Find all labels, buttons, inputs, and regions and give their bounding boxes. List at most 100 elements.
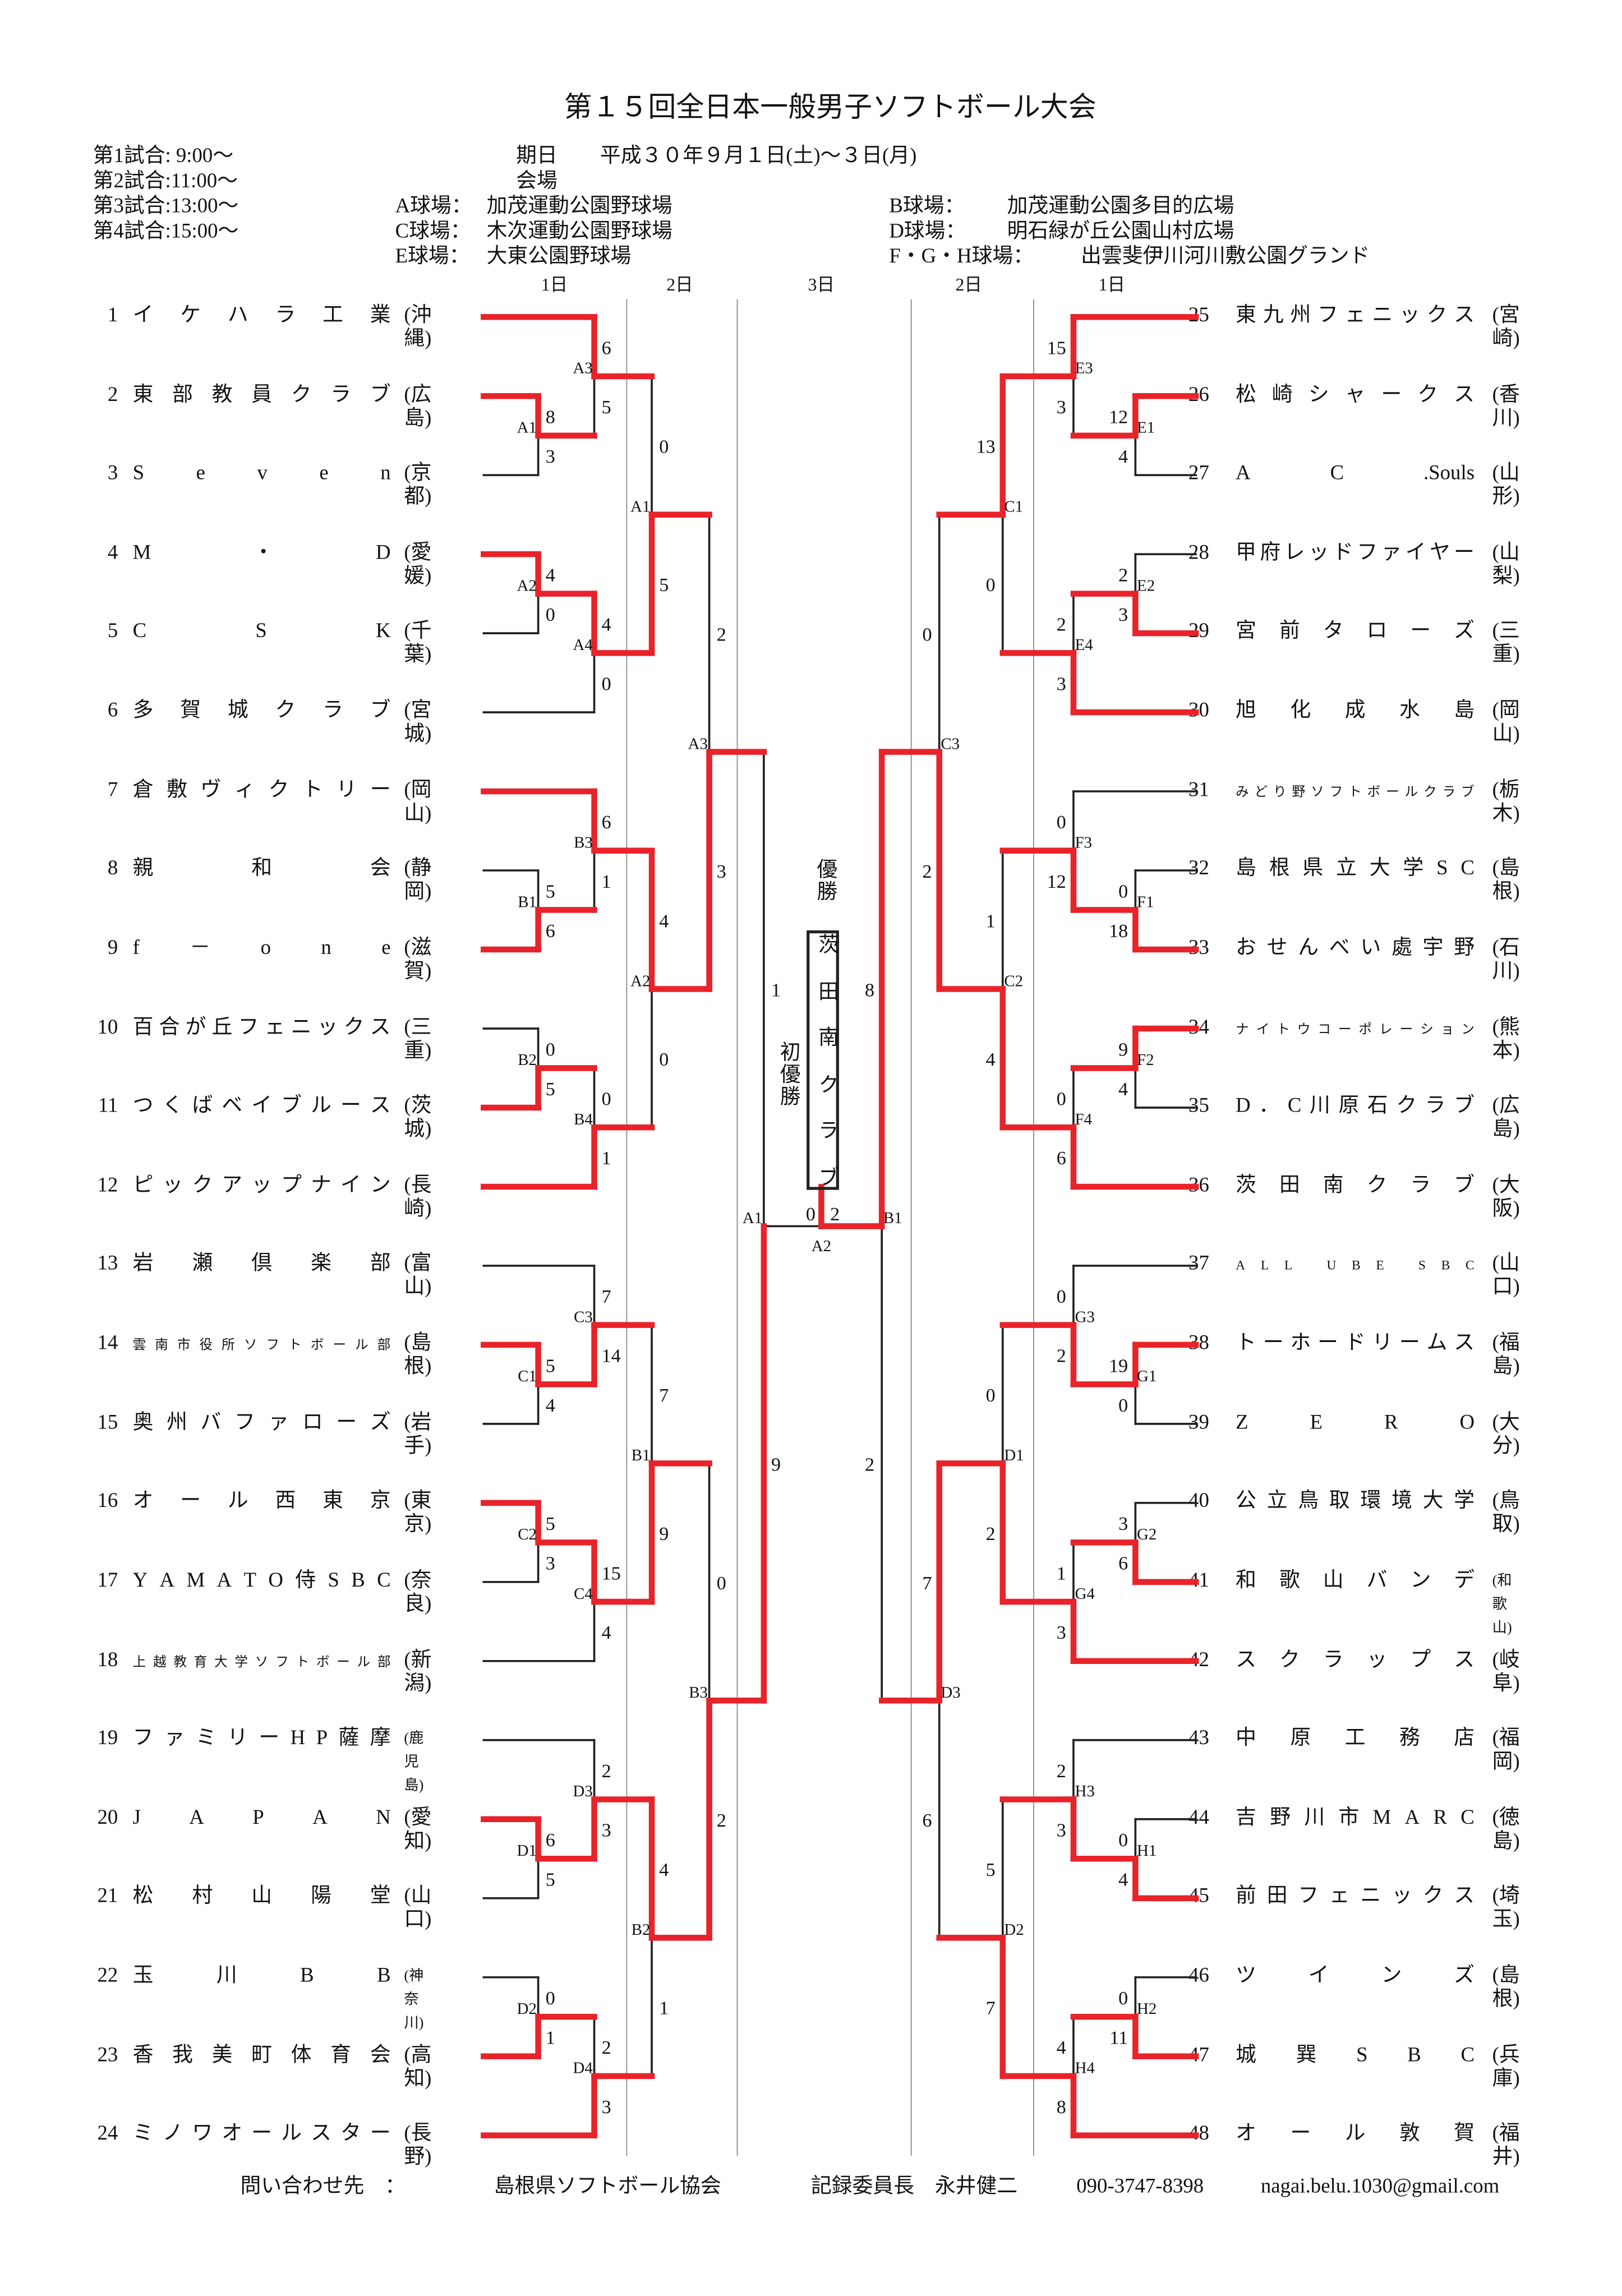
match-code: D3	[941, 1684, 960, 1702]
match-score: 15	[602, 1563, 621, 1584]
team-prefecture: (兵庫)	[1492, 2044, 1520, 2091]
team-name: 岩瀬倶楽部	[132, 1253, 391, 1276]
match-code: B4	[574, 1110, 593, 1128]
match-score: 0	[602, 674, 611, 694]
match-score: 0	[602, 1089, 611, 1110]
match-score: 18	[1109, 921, 1128, 942]
team-name: 和歌山バンデ	[1236, 1570, 1475, 1593]
match-score: 0	[659, 436, 669, 457]
match-score: 4	[1118, 1870, 1128, 1891]
match-code: E4	[1075, 636, 1093, 654]
team-prefecture: (静岡)	[404, 858, 432, 905]
match-score: 5	[602, 397, 611, 418]
match-score: 4	[546, 565, 555, 586]
team-name: 松崎シャークス	[1236, 384, 1474, 407]
venue-label: 会場	[516, 170, 557, 193]
team-number: 5	[107, 621, 118, 644]
match-score: 0	[546, 1039, 555, 1060]
team-name: 上越教育大学ソフトボール部	[132, 1653, 391, 1668]
team-name: A C .Souls	[1236, 463, 1475, 486]
match-score: 7	[986, 1998, 996, 2019]
venue-b-field: B球場：	[889, 196, 965, 219]
team-prefecture: (茨城)	[404, 1095, 432, 1142]
team-prefecture: (宮城)	[404, 700, 432, 746]
match-score: 0	[546, 605, 555, 625]
match-score: 8	[865, 980, 874, 1001]
match-code: E2	[1137, 577, 1155, 594]
match-score: 5	[659, 575, 669, 596]
team-name: 公立鳥取環境大学	[1236, 1491, 1475, 1514]
match-score: 2	[717, 624, 726, 645]
match-score: 3	[1118, 605, 1128, 625]
team-number: 8	[107, 858, 118, 881]
match-score: 7	[659, 1385, 669, 1406]
match-score: 2	[1057, 1346, 1066, 1367]
team-prefecture: (東京)	[404, 1491, 432, 1537]
match-score: 2	[986, 1524, 996, 1545]
match-code: F4	[1075, 1110, 1093, 1128]
match-code: B1	[518, 893, 537, 911]
champion-name-char: 田	[815, 980, 838, 1001]
team-name: 東九州フェニックス	[1236, 305, 1475, 328]
team-prefecture: (三重)	[404, 1016, 432, 1063]
team-prefecture: (和歌山)	[1492, 1573, 1512, 1637]
team-prefecture: (岐阜)	[1492, 1649, 1520, 1695]
team-number: 13	[97, 1253, 118, 1276]
match-score: 1	[986, 911, 996, 932]
team-name: つくばベイブルース	[132, 1095, 391, 1118]
match-score: 6	[923, 1810, 932, 1831]
match-code: A1	[743, 1209, 762, 1227]
match-code: D2	[517, 2000, 537, 2018]
match-code: A4	[573, 636, 593, 654]
match-score: 9	[659, 1524, 669, 1545]
match-score: 4	[659, 911, 669, 932]
match-code: A3	[688, 735, 708, 753]
team-number: 15	[97, 1412, 118, 1435]
venue-c-name: 木次運動公園野球場	[486, 221, 672, 243]
match-score: 13	[976, 436, 995, 457]
match-score: 2	[717, 1810, 726, 1831]
team-number: 14	[97, 1333, 118, 1356]
match-code: A1	[630, 497, 650, 515]
match-score: 2	[1118, 565, 1128, 586]
team-prefecture: (鹿児島)	[404, 1731, 424, 1795]
venue-a-name: 加茂運動公園野球場	[486, 196, 672, 219]
match-score: 2	[602, 2037, 611, 2058]
team-prefecture: (千葉)	[404, 621, 432, 667]
team-name: 中原工務店	[1236, 1728, 1475, 1751]
team-number: 9	[107, 937, 118, 960]
team-prefecture: (栃木)	[1492, 780, 1520, 826]
champion-name-char: 茨	[815, 933, 838, 955]
match-code: F2	[1137, 1051, 1154, 1069]
team-prefecture: (山形)	[1492, 463, 1520, 509]
day-header-right-1: 1日	[1098, 274, 1126, 295]
team-prefecture: (奈良)	[404, 1570, 432, 1616]
match-score: 6	[1057, 1148, 1066, 1169]
team-name: M・D	[132, 542, 391, 565]
match-score: 3	[602, 1820, 611, 1841]
match-code: C1	[1004, 497, 1023, 515]
team-prefecture: (滋賀)	[404, 937, 432, 984]
team-prefecture: (鳥取)	[1492, 1491, 1520, 1537]
team-name: 百合が丘フェニックス	[132, 1016, 391, 1039]
team-name: ナイトウコーポレーション	[1236, 1021, 1475, 1036]
match-code: A2	[630, 972, 650, 990]
team-name: ピックアップナイン	[132, 1174, 391, 1197]
match-code: B2	[632, 1921, 651, 1939]
match-code: B1	[632, 1446, 651, 1464]
match-code: G1	[1137, 1367, 1156, 1385]
venue-a-field: A球場：	[395, 196, 472, 219]
team-prefecture: (長崎)	[404, 1174, 432, 1221]
team-name: 旭化成水島	[1236, 700, 1475, 723]
team-number: 22	[97, 1965, 118, 1988]
team-name: 奥州バファローズ	[132, 1412, 391, 1435]
team-name: イケハラ工業	[132, 305, 391, 328]
match-score: 3	[717, 861, 726, 882]
team-number: 21	[97, 1886, 118, 1909]
team-name: 甲府レッドファイヤー	[1236, 542, 1474, 565]
match-code: D1	[1004, 1446, 1024, 1464]
